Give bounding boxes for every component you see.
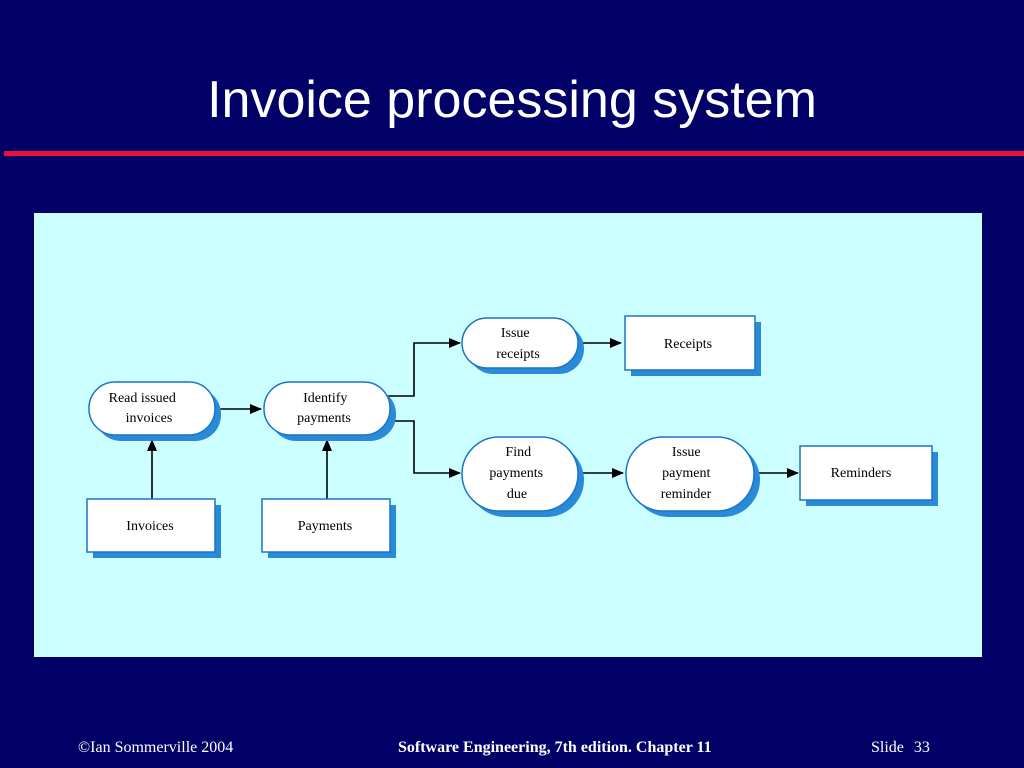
- svg-text:Identify payments: Identify payments: [297, 391, 351, 426]
- store-label: Payments: [298, 519, 352, 534]
- svg-text:Find payments: Find payments due: [489, 445, 546, 502]
- process-issue-receipts: Issue receipts: [461, 317, 584, 374]
- process-label-line: Issue: [672, 445, 701, 460]
- process-label-line: Identify: [303, 391, 347, 406]
- store-label: Invoices: [126, 519, 173, 534]
- store-reminders: Reminders: [799, 445, 938, 506]
- process-issue-payment-reminder: Issue payment reminder: [625, 436, 760, 517]
- store-payments: Payments: [261, 498, 396, 558]
- process-read-issued-invoices: Read issued invoices: [88, 381, 221, 441]
- store-invoices: Invoices: [86, 498, 221, 558]
- arrow-identify-to-find-due: [388, 420, 461, 478]
- footer-copyright: ©Ian Sommerville 2004: [78, 739, 234, 756]
- process-find-payments-due: Find payments due: [461, 436, 584, 517]
- process-label-line: Read issued: [109, 391, 176, 406]
- svg-text:Read issued invoices: Read issued invoices: [109, 391, 180, 426]
- process-label-line: payment: [662, 466, 710, 481]
- dataflow-diagram: Read issued invoices Identify payments I…: [86, 315, 938, 558]
- process-label-line: Issue: [501, 326, 530, 341]
- process-label-line: payments: [297, 411, 351, 426]
- footer-book-title: Software Engineering, 7th edition. Chapt…: [398, 739, 712, 756]
- store-label: Reminders: [831, 466, 892, 481]
- slide-title: Invoice processing system: [207, 71, 817, 129]
- store-label: Receipts: [664, 337, 712, 352]
- slide-number: 33: [913, 739, 930, 756]
- process-label-line: Find: [505, 445, 531, 460]
- svg-text:Issue receipts: Issue receipts: [496, 326, 540, 362]
- process-label-line: due: [507, 487, 527, 502]
- title-divider: [4, 151, 1024, 156]
- svg-text:Issue payment: Issue payment reminder: [661, 445, 714, 502]
- store-receipts: Receipts: [624, 315, 761, 376]
- footer-slide-number: Slide 33: [871, 738, 930, 758]
- process-identify-payments: Identify payments: [263, 381, 396, 441]
- process-label-line: receipts: [496, 347, 540, 362]
- arrow-identify-to-receipts-process: [388, 338, 461, 397]
- process-label-line: payments: [489, 466, 543, 481]
- diagram-panel: Read issued invoices Identify payments I…: [34, 213, 982, 657]
- connectors: [147, 338, 799, 499]
- slide-label: Slide: [871, 739, 904, 756]
- process-label-line: reminder: [661, 487, 712, 502]
- process-label-line: invoices: [126, 411, 173, 426]
